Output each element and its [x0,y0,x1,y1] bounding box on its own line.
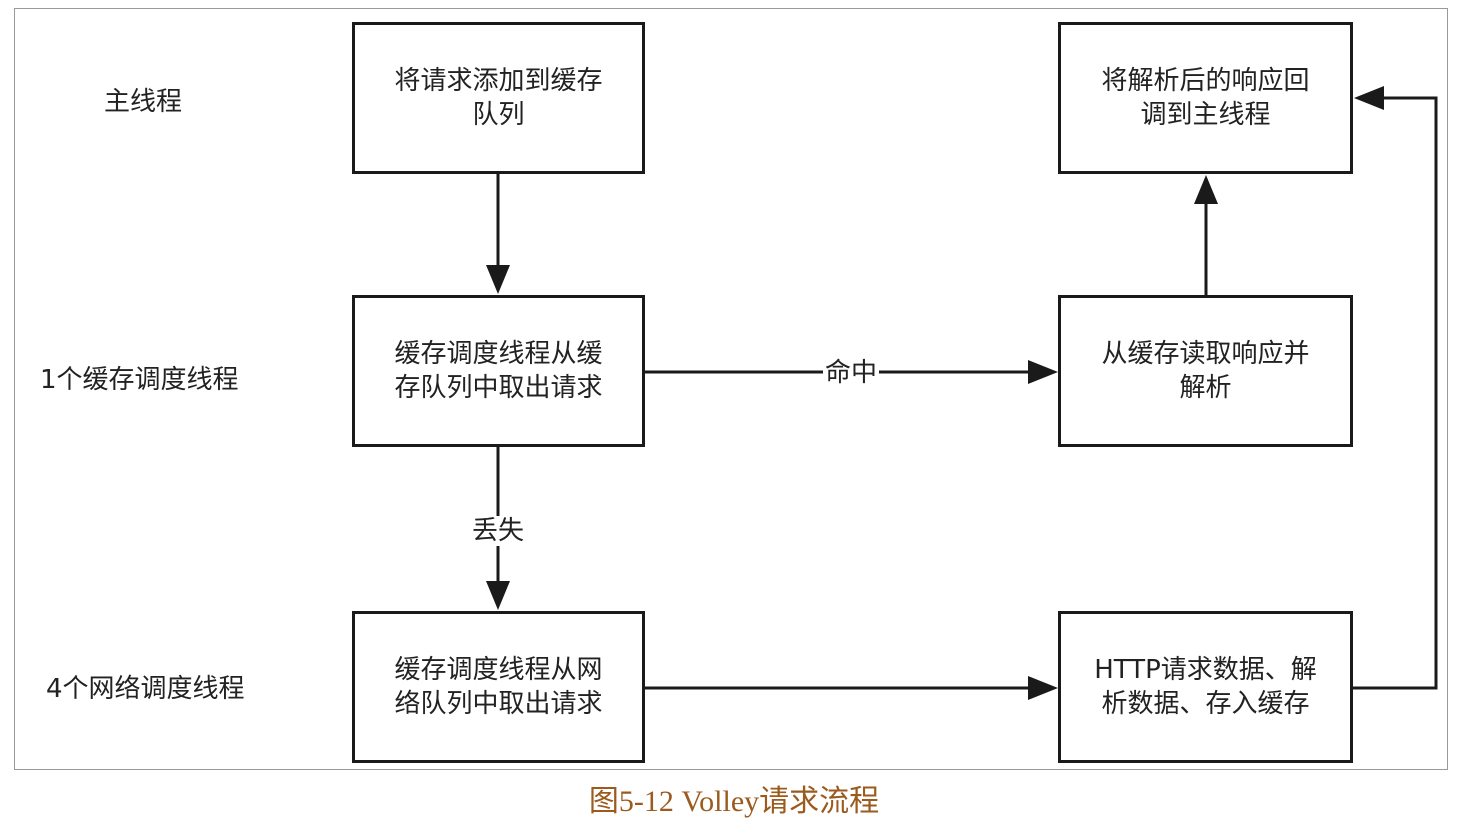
edge-label-hit: 命中 [823,358,880,388]
arrow-network-to-http [644,676,1058,700]
box-callback-main-thread: 将解析后的响应回 调到主线程 [1058,22,1353,174]
box-http-request-text: HTTP请求数据、解 析数据、存入缓存 [1094,655,1317,719]
box-network-dispatcher-take-text: 缓存调度线程从网 络队列中取出请求 [394,655,603,719]
lane-label-network-thread: 4个网络调度线程 [46,674,245,704]
box-cache-dispatcher-take: 缓存调度线程从缓 存队列中取出请求 [352,295,645,447]
box-callback-main-thread-text: 将解析后的响应回 调到主线程 [1101,66,1310,130]
arrow-add-to-cache-take [486,174,510,294]
figure-caption: 图5-12 Volley请求流程 [588,785,880,818]
lane-label-cache-thread: 1个缓存调度线程 [40,365,239,395]
box-add-to-cache-queue: 将请求添加到缓存 队列 [352,22,645,174]
lane-label-main-thread: 主线程 [104,87,183,117]
box-network-dispatcher-take: 缓存调度线程从网 络队列中取出请求 [352,611,645,763]
arrow-http-to-callback [1352,86,1438,690]
edge-label-miss: 丢失 [470,516,527,546]
box-add-to-cache-queue-text: 将请求添加到缓存 队列 [394,66,603,130]
arrow-read-to-callback [1194,175,1218,296]
box-cache-dispatcher-take-text: 缓存调度线程从缓 存队列中取出请求 [394,339,603,403]
box-cache-read-parse-text: 从缓存读取响应并 解析 [1101,339,1310,403]
box-http-request: HTTP请求数据、解 析数据、存入缓存 [1058,611,1353,763]
box-cache-read-parse: 从缓存读取响应并 解析 [1058,295,1353,447]
